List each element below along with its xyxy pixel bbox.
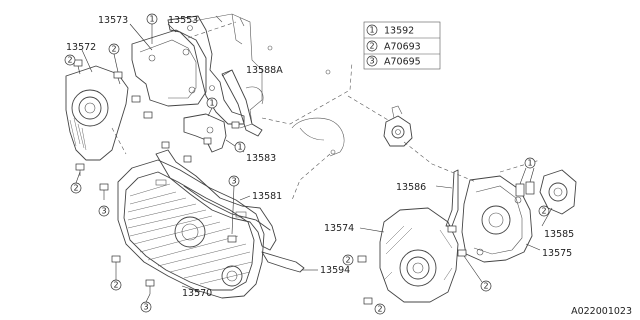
callout-1: 1 (146, 13, 158, 44)
svg-text:2: 2 (111, 45, 116, 54)
svg-text:1: 1 (237, 143, 242, 152)
label-13585: 13585 (544, 229, 574, 240)
label-13588A: 13588A (246, 65, 283, 76)
svg-text:1: 1 (149, 15, 154, 24)
svg-text:3: 3 (143, 303, 148, 312)
bolt-icon (145, 279, 155, 294)
bolt-icon (99, 183, 109, 200)
svg-text:2: 2 (541, 207, 546, 216)
legend: 1 13592 2 A70693 3 A70695 (363, 21, 441, 70)
label-13575: 13575 (542, 248, 572, 259)
callouts: 1 2 2 1 1 2 3 3 2 3 1 2 2 2 2 (64, 13, 550, 315)
part-13588A-strip (221, 69, 263, 137)
callout-1-icon (366, 24, 378, 36)
bolt-icon (183, 155, 192, 163)
part-13581-seal (155, 149, 277, 251)
sensor-component (383, 105, 413, 147)
legend-row-2: 2 A70693 (366, 40, 421, 53)
svg-text:2: 2 (113, 281, 118, 290)
svg-text:2: 2 (483, 282, 488, 291)
callout-1: 1 (519, 157, 536, 185)
legend-num-2: 2 (369, 42, 374, 51)
callout-2: 2 (110, 272, 122, 291)
legend-num-1: 1 (369, 26, 374, 35)
svg-text:3: 3 (231, 177, 236, 186)
part-13553-bracket (167, 15, 245, 125)
legend-frame (363, 21, 441, 70)
part-labels: 13573 13553 13572 13588A 13583 13581 135… (66, 15, 574, 299)
label-13553: 13553 (168, 15, 198, 26)
label-13583: 13583 (246, 153, 276, 164)
callout-2: 2 (108, 43, 120, 73)
leader-lines (81, 23, 553, 293)
bolt-icon (161, 141, 170, 149)
label-13574: 13574 (324, 223, 354, 234)
callout-3: 3 (98, 205, 110, 217)
bolt-icon (75, 163, 85, 176)
callout-2: 2 (64, 54, 76, 66)
bolt-icon (111, 255, 121, 272)
svg-text:3: 3 (101, 207, 106, 216)
callout-2: 2 (538, 205, 550, 217)
svg-text:2: 2 (377, 305, 382, 314)
bolts (73, 59, 467, 305)
bolt-icon (447, 225, 457, 233)
bolt-icon (231, 121, 240, 129)
part-13586-rod (445, 169, 459, 227)
label-13572: 13572 (66, 42, 96, 53)
label-13573: 13573 (98, 15, 128, 26)
part-13574-right-front-cover (379, 207, 459, 303)
callout-3: 3 (228, 175, 240, 235)
callout-2: 2 (70, 171, 82, 194)
bolt-icon (131, 95, 141, 103)
part-13572-left-front-cover (65, 65, 129, 161)
svg-text:2: 2 (345, 256, 350, 265)
callout-3-icon (366, 55, 378, 67)
svg-text:2: 2 (67, 56, 72, 65)
part-13573-rear-upper-cover (131, 29, 207, 107)
label-13586: 13586 (396, 182, 426, 193)
part-13570-main-cover (117, 159, 265, 299)
part-13583-plate (183, 113, 227, 153)
svg-text:2: 2 (73, 184, 78, 193)
legend-row-3: 3 A70695 (366, 55, 421, 68)
label-13570: 13570 (182, 288, 212, 299)
figure-code: A022001023 (571, 306, 632, 317)
part-13594-gasket (261, 251, 305, 273)
bolt-icon (357, 255, 367, 263)
dashed-guide-lines (111, 21, 541, 201)
callout-1: 1 (206, 97, 218, 117)
legend-part-1: 13592 (384, 26, 414, 37)
legend-row-1: 1 13592 (366, 24, 414, 37)
bolt-icon (363, 297, 373, 305)
bolt-icon (203, 137, 212, 145)
bolt-icon (143, 111, 153, 119)
callout-2: 2 (463, 255, 492, 292)
svg-text:1: 1 (209, 99, 214, 108)
label-13594: 13594 (320, 265, 350, 276)
svg-text:1: 1 (527, 159, 532, 168)
bolt-icon (113, 71, 123, 85)
bolt-icon (457, 249, 467, 257)
callout-3: 3 (140, 293, 152, 313)
callout-2: 2 (374, 303, 386, 315)
engine-block-outline (187, 13, 345, 157)
legend-part-2: A70693 (384, 42, 421, 53)
callout-1: 1 (234, 141, 246, 153)
label-13581: 13581 (252, 191, 282, 202)
callout-2-icon (366, 40, 378, 52)
callout-2: 2 (342, 254, 354, 266)
bolt-icon (227, 235, 237, 243)
legend-part-3: A70695 (384, 57, 421, 68)
legend-num-3: 3 (369, 57, 374, 66)
part-13585-washers (515, 169, 577, 215)
